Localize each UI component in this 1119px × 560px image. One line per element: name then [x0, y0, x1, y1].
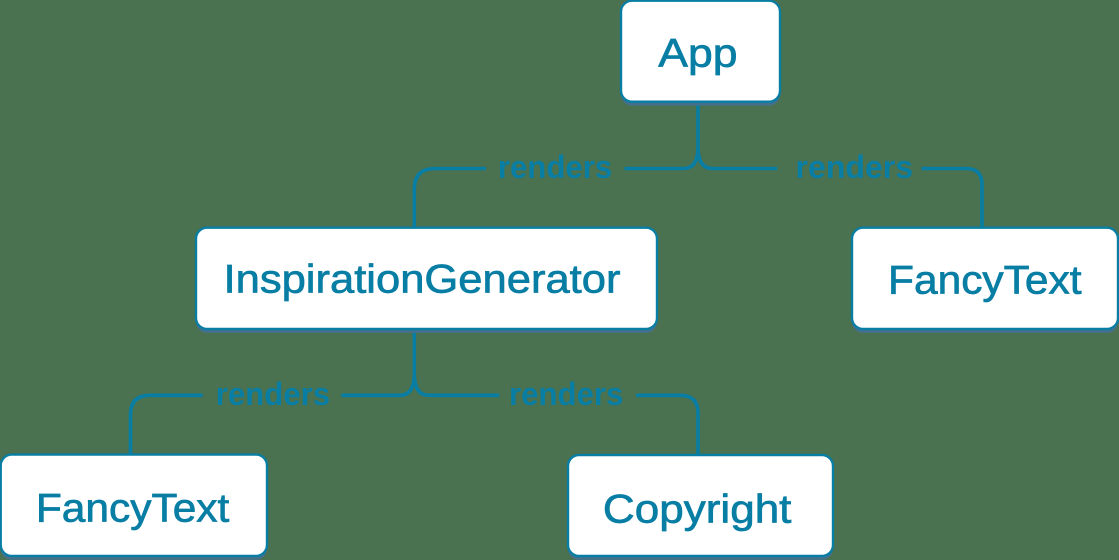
svg-text:FancyText: FancyText — [888, 258, 1082, 302]
svg-text:renders: renders — [509, 376, 623, 412]
svg-text:FancyText: FancyText — [36, 487, 230, 531]
svg-text:renders: renders — [796, 149, 914, 185]
svg-text:App: App — [658, 31, 737, 75]
svg-text:Copyright: Copyright — [603, 488, 792, 532]
svg-text:renders: renders — [216, 376, 330, 412]
svg-text:renders: renders — [498, 149, 612, 185]
svg-text:InspirationGenerator: InspirationGenerator — [224, 258, 621, 302]
